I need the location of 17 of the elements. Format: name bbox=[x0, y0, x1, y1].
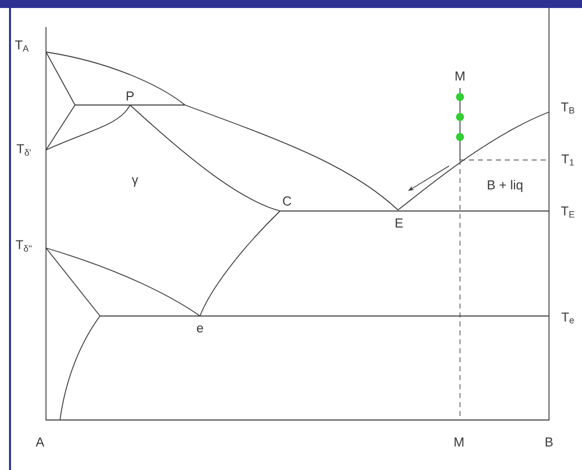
point-label: C bbox=[282, 196, 292, 206]
temperature-label: T$_{δ'}$ bbox=[16, 144, 31, 156]
temperature-label: T$_{δ''}$ bbox=[16, 240, 32, 252]
temperature-label: T$_{A}$ bbox=[15, 40, 29, 52]
temperature-label: T$_{B}$ bbox=[561, 102, 574, 114]
temperature-label: T$_{1}$ bbox=[562, 154, 574, 166]
point-label: E bbox=[396, 218, 403, 228]
point-label: e bbox=[196, 325, 204, 333]
temperature-label: T$_{E}$ bbox=[561, 206, 574, 218]
phase-label: γ bbox=[132, 177, 138, 187]
axis-label: M bbox=[454, 438, 464, 446]
composition-label: M bbox=[456, 72, 464, 80]
temperature-label: T$_{e}$ bbox=[562, 312, 574, 324]
axis-label: A bbox=[36, 438, 44, 446]
axis-label: B bbox=[546, 438, 553, 446]
phase-label: B + liq bbox=[488, 180, 522, 192]
point-label: P bbox=[126, 92, 134, 100]
